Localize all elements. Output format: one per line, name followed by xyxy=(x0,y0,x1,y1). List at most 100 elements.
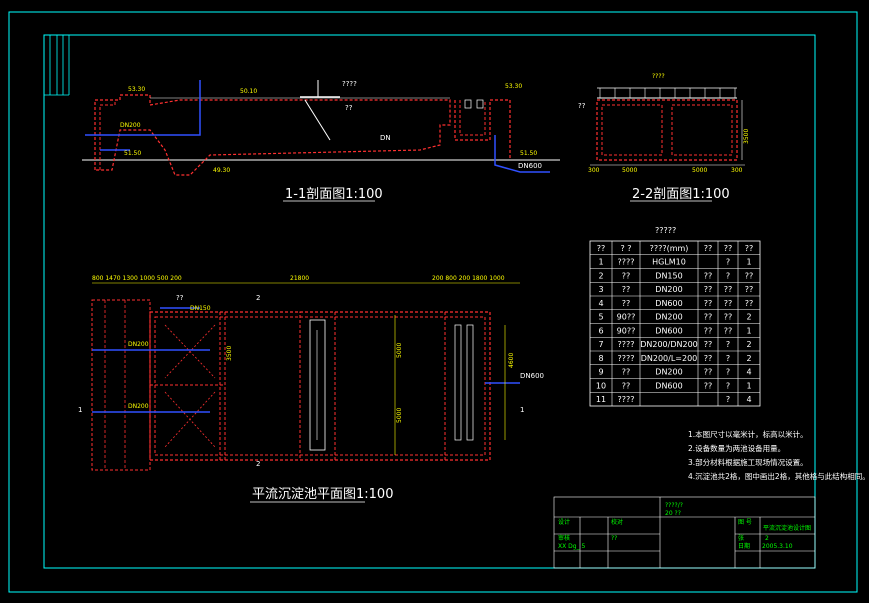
table-cell: ? xyxy=(726,368,730,377)
note-1: 1.本图尺寸以毫米计，标高以米计。 xyxy=(688,429,808,439)
label-elev-5: 49.30 xyxy=(213,167,230,174)
table-cell: 2 xyxy=(598,271,603,280)
plan-dims-right: 200 800 200 1800 1000 xyxy=(432,275,505,282)
table-cell: ?? xyxy=(724,299,733,308)
table-cell: ?? xyxy=(704,299,713,308)
label-dim-5000b: 5000 xyxy=(692,167,707,174)
label-dim-3500: 3500 xyxy=(743,129,750,144)
table-cell: ?? xyxy=(724,326,733,335)
label-pipe-dn200: DN200 xyxy=(120,122,141,129)
label-dim-300b: 300 xyxy=(731,167,743,174)
label-2-2-left: ?? xyxy=(578,102,586,110)
title-plan: 平流沉淀池平面图1:100 xyxy=(252,487,393,502)
plan-label-1-right: 1 xyxy=(520,406,524,414)
label-elev-3: 53.30 xyxy=(505,83,522,90)
title-block xyxy=(553,496,816,569)
title-section-2-2: 2-2剖面图1:100 xyxy=(632,187,730,202)
table-cell: ???? xyxy=(618,395,635,404)
table-cell: 1 xyxy=(746,258,751,267)
label-scraper: ???? xyxy=(342,80,357,88)
label-elev-1: 53.30 xyxy=(128,86,145,93)
plan-label-dn200a: DN200 xyxy=(128,341,149,348)
tb-c2: 审核 xyxy=(558,534,570,542)
equipment-table: ????? ??? ?????(mm)??????1????HGLM10?12?… xyxy=(589,226,761,407)
table-cell: 4 xyxy=(746,368,751,377)
table-cell: DN600 xyxy=(655,299,682,308)
table-cell: 7 xyxy=(598,340,603,349)
table-cell: ?? xyxy=(704,368,713,377)
plan-label-2-top: 2 xyxy=(256,294,260,302)
title-block-text: ????/? 20 ?? 设计 审核 XX Dg_ 5 校对 ?? 图 号 平流… xyxy=(558,502,811,550)
tb-sheet-no: 2 xyxy=(765,535,769,542)
tb-drawing-name: 图 号 xyxy=(738,519,752,526)
table-cell: DN200 xyxy=(655,368,682,377)
table-cell: ?? xyxy=(724,285,733,294)
table-cell: ?? xyxy=(622,285,631,294)
label-unknown-1: ?? xyxy=(345,104,353,112)
table-cell: DN600 xyxy=(655,326,682,335)
table-cell: 2 xyxy=(746,354,751,363)
table-cell: 2 xyxy=(746,313,751,322)
tb-drawing-title: 平流沉淀池设计图 xyxy=(763,524,811,532)
table-cell: ?? xyxy=(622,368,631,377)
plan-dim-5000b: 5000 xyxy=(396,408,403,423)
table-header-cell: ????(mm) xyxy=(650,244,689,253)
table-cell: DN200/L=200 xyxy=(641,354,698,363)
table-cell: 9 xyxy=(598,368,603,377)
table-cell: ?? xyxy=(704,271,713,280)
table-cell: ? xyxy=(726,354,730,363)
tb-project: ????/? xyxy=(665,502,683,509)
tb-date-label: 日期 xyxy=(738,542,750,550)
title-section-1-1: 1-1剖面图1:100 xyxy=(285,187,383,202)
table-cell: 3 xyxy=(598,285,603,294)
table-cell: ?? xyxy=(622,381,631,390)
table-cell: 90?? xyxy=(617,313,636,322)
table-cell: 1 xyxy=(746,381,751,390)
note-4: 4.沉淀池共2格，图中画出2格，其他格与此结构相同。 xyxy=(688,471,869,481)
table-cell: 4 xyxy=(746,395,751,404)
tb-project-2: 20 ?? xyxy=(665,510,681,517)
tb-c5: ?? xyxy=(611,535,617,542)
table-cell: ?? xyxy=(745,299,754,308)
table-cell: ???? xyxy=(618,340,635,349)
label-unknown-2: DN xyxy=(380,134,391,142)
plan-view: 800 1470 1300 1000 500 200 21800 200 800… xyxy=(78,275,544,503)
label-elev-6: 51.50 xyxy=(520,150,537,157)
table-cell: 2 xyxy=(746,340,751,349)
table-title: ????? xyxy=(655,226,676,235)
table-cell: DN200/DN200 xyxy=(640,340,698,349)
label-dim-300: 300 xyxy=(588,167,600,174)
table-cell: 1 xyxy=(746,326,751,335)
plan-label-dn600: DN600 xyxy=(520,372,544,380)
plan-dim-3500: 3500 xyxy=(226,346,233,361)
table-cell: ?? xyxy=(622,271,631,280)
plan-label-2-bot: 2 xyxy=(256,460,260,468)
table-cell: ?? xyxy=(704,381,713,390)
table-cell: 4 xyxy=(598,299,603,308)
outer-frame xyxy=(8,11,858,593)
table-cell: ???? xyxy=(618,258,635,267)
table-cell: ? xyxy=(726,258,730,267)
table-header-cell: ?? xyxy=(724,244,733,253)
table-header-cell: ?? xyxy=(597,244,606,253)
note-2: 2.设备数量为两池设备用量。 xyxy=(688,443,785,453)
table-header-cell: ? ? xyxy=(620,244,631,253)
table-cell: ?? xyxy=(704,340,713,349)
plan-dim-4600: 4600 xyxy=(508,353,515,368)
table-cell: ?? xyxy=(745,285,754,294)
binding-strip xyxy=(44,35,70,96)
tb-c4: 校对 xyxy=(611,518,623,526)
table-cell: ?? xyxy=(724,313,733,322)
table-cell: ? xyxy=(726,271,730,280)
table-cell: 11 xyxy=(596,395,606,404)
table-cell: 5 xyxy=(598,313,603,322)
label-2-2-top: ???? xyxy=(652,73,665,80)
table-cell: DN150 xyxy=(655,271,682,280)
plan-label-1-left: 1 xyxy=(78,406,82,414)
plan-label-q: ?? xyxy=(176,294,184,302)
tb-c3: XX Dg_ 5 xyxy=(558,543,585,550)
table-cell: ?? xyxy=(745,271,754,280)
table-cell: 90?? xyxy=(617,326,636,335)
